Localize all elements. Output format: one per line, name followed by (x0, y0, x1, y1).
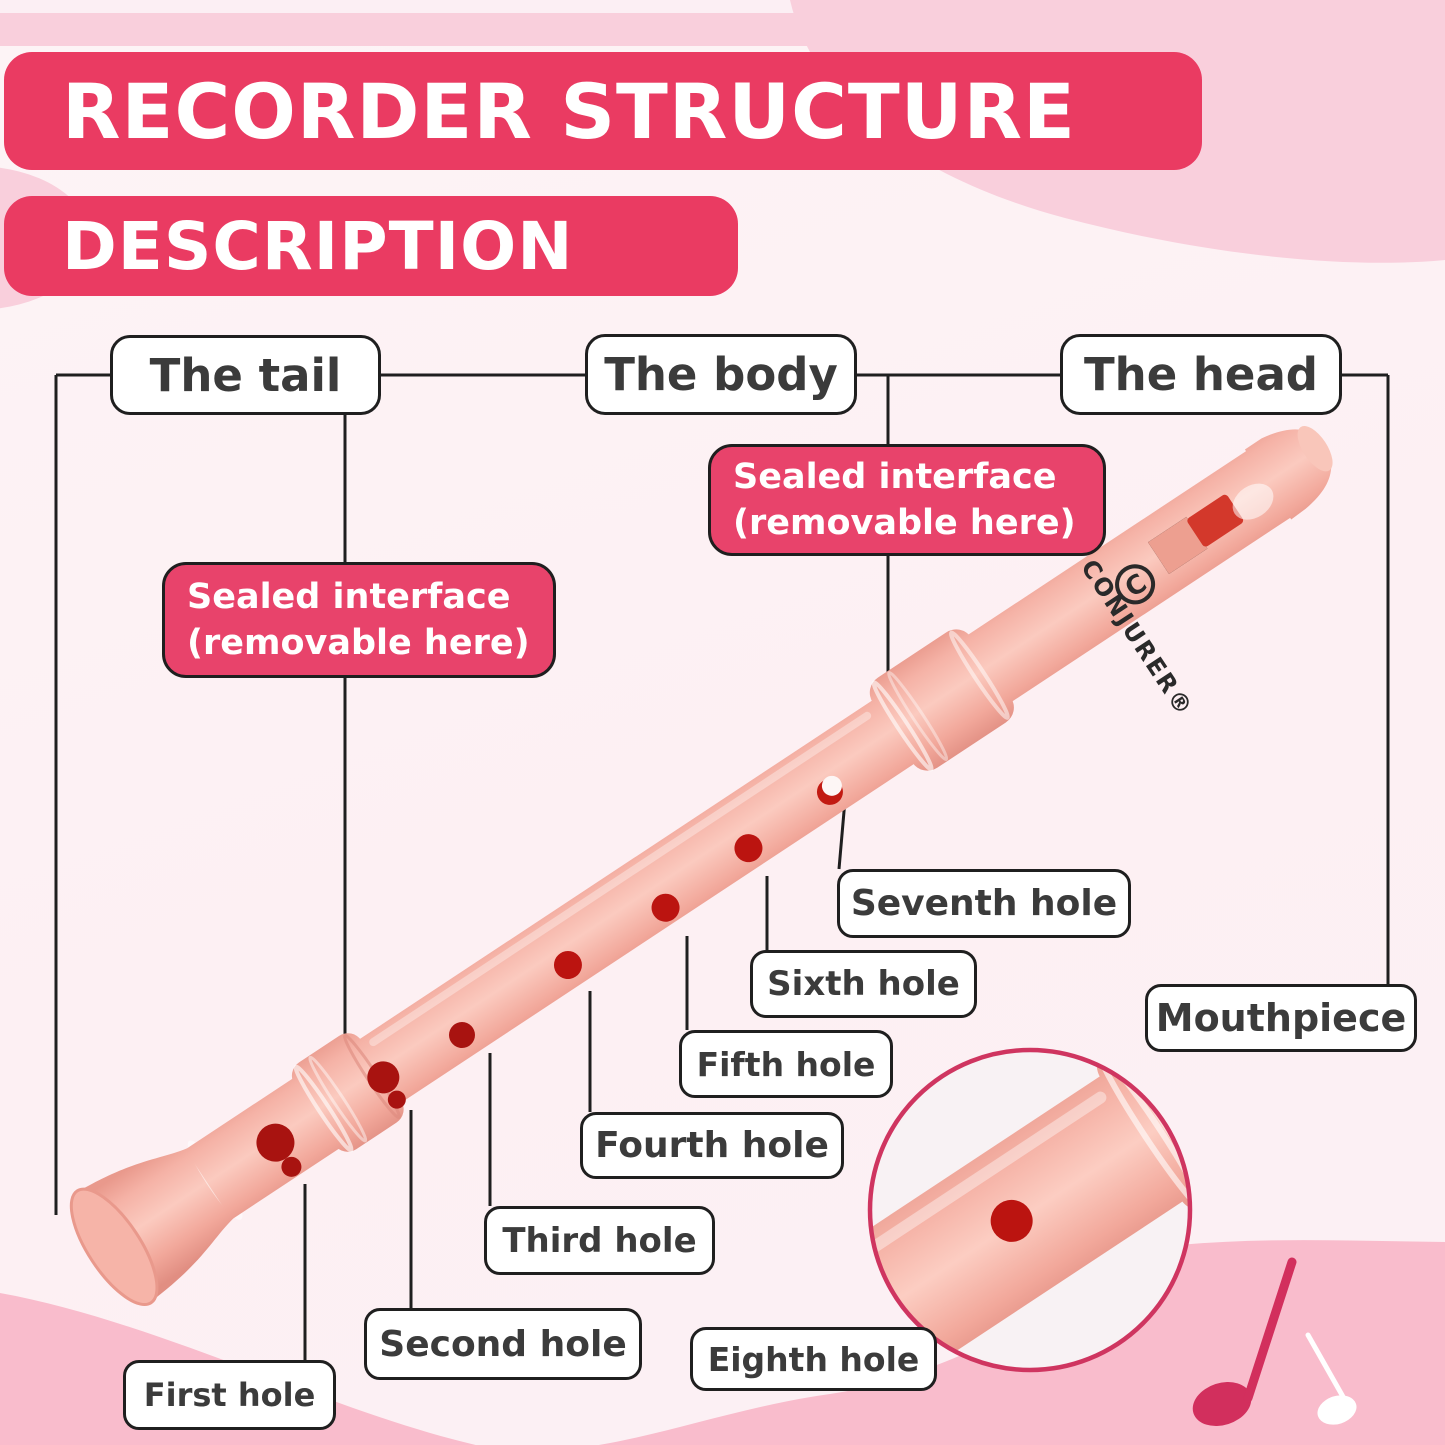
label-text: Sixth hole (767, 964, 960, 1004)
title-bar-secondary: DESCRIPTION (4, 196, 738, 296)
section-label-head: The head (1060, 334, 1342, 415)
seventh-hole-line (837, 799, 847, 870)
tone-hole-1a (256, 1123, 295, 1162)
label-sixth-hole: Sixth hole (750, 950, 977, 1018)
section-label-body: The body (585, 334, 857, 415)
label-mouthpiece: Mouthpiece (1145, 984, 1417, 1052)
section-label-text: The body (604, 348, 838, 401)
label-text: Fifth hole (696, 1044, 876, 1084)
tube-shine (369, 711, 872, 1047)
inset-shine (870, 1091, 1107, 1279)
tone-hole-6 (734, 834, 763, 863)
section-label-text: The tail (149, 348, 342, 402)
recorder-bell-flare (77, 1148, 234, 1302)
sealed-line2: (removable here) (733, 503, 1076, 543)
tone-hole-7-through (821, 775, 842, 796)
label-text: Third hole (502, 1220, 697, 1261)
label-text: First hole (143, 1376, 316, 1414)
tail-joint-ring (293, 1064, 354, 1153)
label-text: Seventh hole (850, 883, 1118, 924)
label-seventh-hole: Seventh hole (837, 869, 1131, 938)
subtitle-text: DESCRIPTION (62, 207, 574, 285)
beak-tip-shine (1297, 425, 1333, 472)
tone-hole-5 (651, 893, 680, 922)
head-joint-ring (871, 680, 934, 772)
inset-border (867, 1047, 1193, 1373)
title-bar-primary: RECORDER STRUCTURE (4, 52, 1202, 170)
section-label-text: The head (1083, 348, 1319, 401)
music-note-stem (1243, 1257, 1297, 1403)
label-eighth-hole: Eighth hole (690, 1327, 937, 1391)
eighth-hole-dot (990, 1199, 1033, 1242)
sealed-line2: (removable here) (187, 623, 530, 663)
label-text: Second hole (379, 1323, 627, 1365)
window-opening (1187, 494, 1244, 547)
sealed-line1: Sealed interface (187, 576, 511, 617)
music-note-icon (1192, 1381, 1252, 1427)
label-text: Eighth hole (707, 1339, 920, 1379)
music-note-stem (1305, 1332, 1349, 1405)
labium-ramp (1148, 516, 1208, 574)
tail-joint-ring (308, 1055, 368, 1143)
label-text: Mouthpiece (1155, 996, 1407, 1040)
section-label-tail: The tail (110, 335, 381, 415)
sealed-interface-callout-tail: Sealed interface (removable here) (162, 562, 556, 678)
window-highlight (1232, 483, 1274, 520)
tone-hole-1b (281, 1156, 302, 1177)
tone-hole-2b (387, 1090, 406, 1109)
tone-hole-4 (553, 950, 582, 979)
label-third-hole: Third hole (484, 1206, 715, 1275)
brand-logo-icon (1115, 564, 1156, 605)
label-fourth-hole: Fourth hole (580, 1112, 844, 1179)
music-notes (1192, 1257, 1357, 1427)
body-tube (357, 698, 917, 1104)
tone-holes (256, 834, 763, 1177)
head-joint-ring (948, 630, 1010, 720)
title-text: RECORDER STRUCTURE (62, 66, 1076, 156)
label-first-hole: First hole (123, 1360, 336, 1430)
eighth-hole-inset (867, 1047, 1193, 1373)
label-second-hole: Second hole (364, 1308, 642, 1380)
tone-hole-2a (367, 1061, 400, 1094)
label-text: Fourth hole (595, 1125, 829, 1166)
sealed-interface-callout-body: Sealed interface (removable here) (708, 444, 1106, 556)
head-joint-ring (887, 671, 949, 761)
tone-hole-3 (449, 1022, 475, 1048)
recorder-bell-rim (69, 1187, 159, 1307)
bottom-wave (0, 1240, 1445, 1445)
sealed-line1: Sealed interface (733, 456, 1057, 497)
recorder-illustration: C CONJURER® (69, 425, 1333, 1307)
label-fifth-hole: Fifth hole (679, 1030, 893, 1098)
